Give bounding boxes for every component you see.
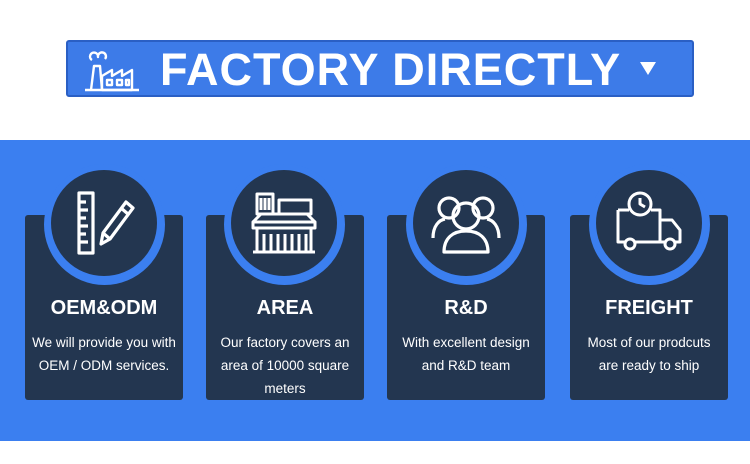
feature-desc-line: Our factory covers an <box>220 335 350 350</box>
feature-desc-line: are ready to ship <box>598 358 700 373</box>
feature-badge <box>224 164 345 285</box>
feature-desc-line: meters <box>264 381 306 396</box>
feature-title: FREIGHT <box>605 297 693 319</box>
feature-description: With excellent design and R&D team <box>387 331 545 377</box>
feature-title: AREA <box>256 297 314 319</box>
feature-badge <box>406 164 527 285</box>
feature-desc-line: With excellent design <box>402 335 530 350</box>
feature-title: R&D <box>444 297 488 319</box>
building-icon <box>251 192 317 254</box>
caret-down-icon <box>640 62 656 75</box>
ruler-pencil-icon <box>77 191 135 255</box>
feature-description: Most of our prodcuts are ready to ship <box>570 331 728 377</box>
header-banner: FACTORY DIRECTLY <box>66 40 694 97</box>
delivery-truck-icon <box>616 191 682 251</box>
feature-desc-line: We will provide you with <box>32 335 176 350</box>
feature-badge <box>44 164 165 285</box>
feature-badge <box>589 164 710 285</box>
feature-desc-line: OEM / ODM services. <box>38 358 170 373</box>
feature-title: OEM&ODM <box>50 297 158 319</box>
banner-title: FACTORY DIRECTLY <box>160 44 622 95</box>
team-icon <box>431 196 501 254</box>
feature-desc-line: and R&D team <box>421 358 511 373</box>
feature-description: We will provide you with OEM / ODM servi… <box>25 331 183 377</box>
feature-description: Our factory covers an area of 10000 squa… <box>206 331 364 400</box>
feature-desc-line: Most of our prodcuts <box>587 335 711 350</box>
factory-icon <box>85 51 139 92</box>
feature-desc-line: area of 10000 square <box>220 358 350 373</box>
